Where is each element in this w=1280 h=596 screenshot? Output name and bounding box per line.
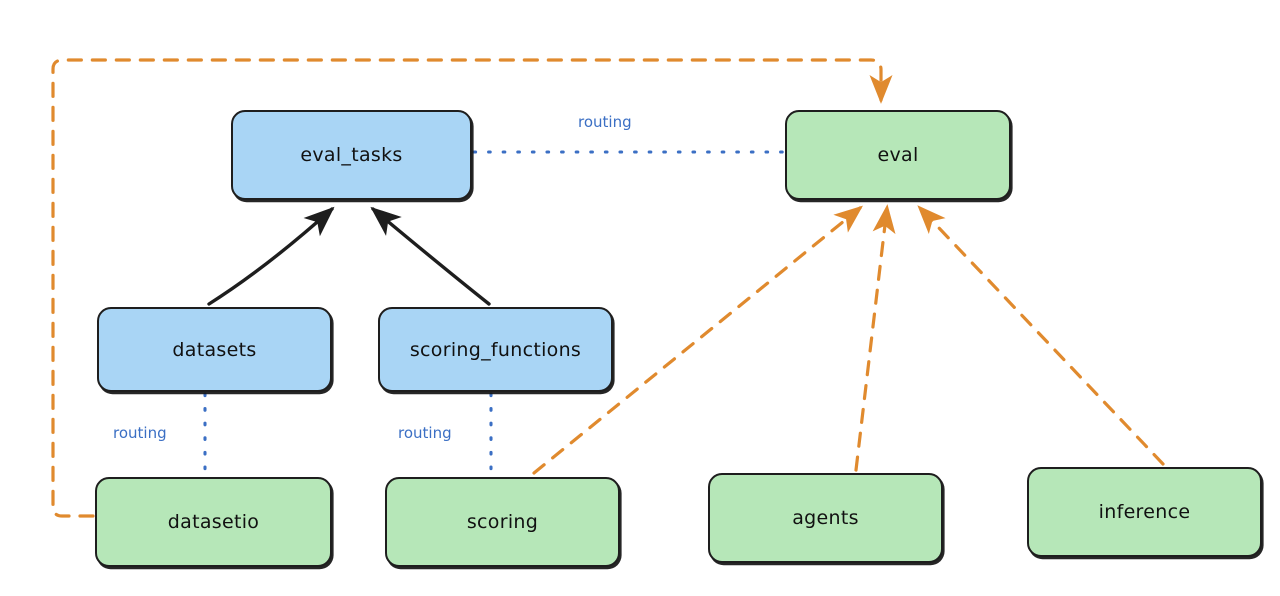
edge-label-routing-top: routing: [578, 113, 632, 131]
edge-label-routing-left: routing: [113, 424, 167, 442]
node-eval[interactable]: eval: [785, 110, 1011, 200]
node-scoring-functions[interactable]: scoring_functions: [378, 307, 613, 392]
node-scoring[interactable]: scoring: [385, 477, 620, 567]
edge-agents-to-eval: [854, 204, 896, 472]
edge-label-routing-middle: routing: [398, 424, 452, 442]
node-inference[interactable]: inference: [1027, 467, 1262, 557]
node-datasetio[interactable]: datasetio: [95, 477, 332, 567]
node-label-inference: inference: [1098, 501, 1191, 523]
node-label-datasets: datasets: [172, 338, 257, 361]
edge-inference-to-eval: [917, 205, 1165, 466]
node-datasets[interactable]: datasets: [97, 307, 332, 392]
node-agents[interactable]: agents: [708, 473, 943, 563]
node-label-datasetio: datasetio: [167, 511, 260, 533]
node-eval-tasks[interactable]: eval_tasks: [231, 110, 472, 200]
edge-scoring-functions-to-eval-tasks: [370, 206, 491, 306]
node-label-scoring: scoring: [466, 511, 539, 533]
edge-datasets-to-eval-tasks: [207, 206, 335, 306]
node-label-eval-tasks: eval_tasks: [300, 144, 403, 166]
node-label-eval: eval: [877, 144, 919, 166]
node-label-scoring-functions: scoring_functions: [409, 338, 582, 361]
node-label-agents: agents: [792, 507, 859, 529]
